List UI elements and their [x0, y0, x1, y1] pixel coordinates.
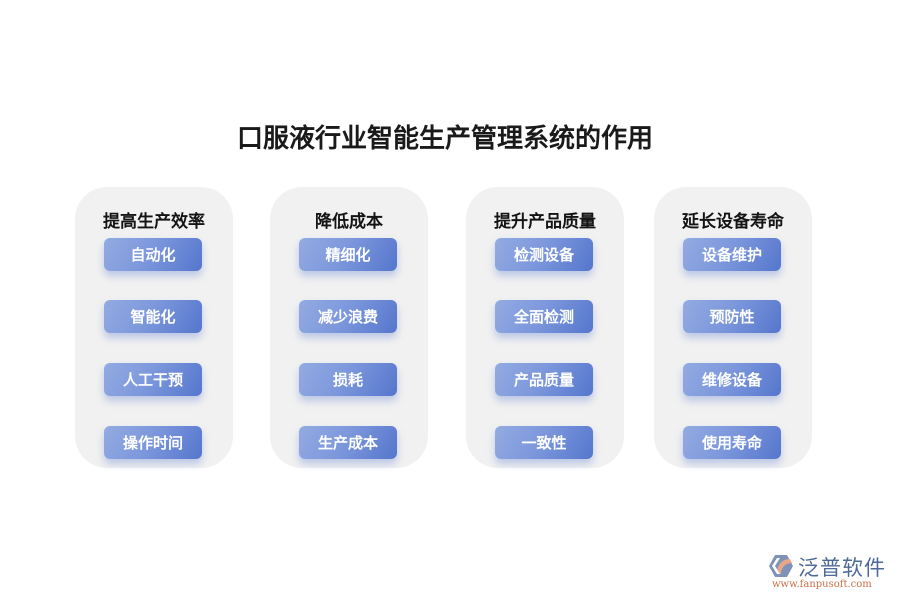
item-button[interactable]: 设备维护 [683, 238, 781, 271]
item-button[interactable]: 操作时间 [104, 426, 202, 459]
panel-heading: 提高生产效率 [103, 212, 205, 232]
fanpu-logo-icon [769, 555, 793, 577]
panel-equipment-life: 延长设备寿命 设备维护 预防性 维修设备 使用寿命 [654, 187, 812, 468]
item-button[interactable]: 损耗 [299, 363, 397, 396]
item-button[interactable]: 智能化 [104, 300, 202, 333]
item-button[interactable]: 人工干预 [104, 363, 202, 396]
item-button[interactable]: 精细化 [299, 238, 397, 271]
brand-logo: 泛普软件 www.fanpusoft.com [768, 552, 893, 594]
panel-cost: 降低成本 精细化 减少浪费 损耗 生产成本 [270, 187, 428, 468]
panel-heading: 延长设备寿命 [682, 212, 784, 232]
item-button[interactable]: 产品质量 [495, 363, 593, 396]
item-button[interactable]: 一致性 [495, 426, 593, 459]
item-button[interactable]: 预防性 [683, 300, 781, 333]
brand-name: 泛普软件 [798, 556, 886, 580]
item-button[interactable]: 检测设备 [495, 238, 593, 271]
item-button[interactable]: 生产成本 [299, 426, 397, 459]
item-button[interactable]: 维修设备 [683, 363, 781, 396]
brand-url: www.fanpusoft.com [772, 579, 872, 590]
item-button[interactable]: 全面检测 [495, 300, 593, 333]
panel-heading: 提升产品质量 [494, 212, 596, 232]
panel-efficiency: 提高生产效率 自动化 智能化 人工干预 操作时间 [75, 187, 233, 468]
item-button[interactable]: 使用寿命 [683, 426, 781, 459]
item-button[interactable]: 减少浪费 [299, 300, 397, 333]
panel-heading: 降低成本 [315, 212, 383, 232]
panel-quality: 提升产品质量 检测设备 全面检测 产品质量 一致性 [466, 187, 624, 468]
page-title: 口服液行业智能生产管理系统的作用 [236, 124, 653, 154]
item-button[interactable]: 自动化 [104, 238, 202, 271]
